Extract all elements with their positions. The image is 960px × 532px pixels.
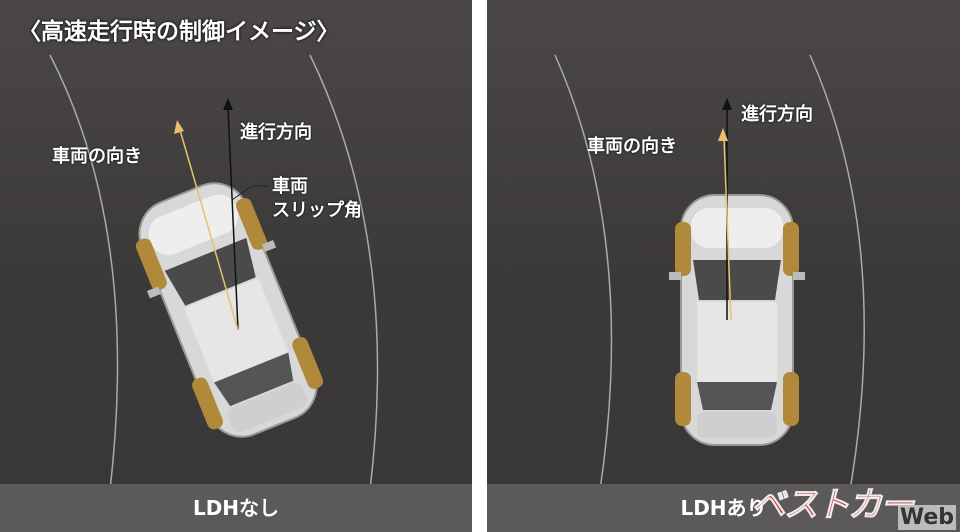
diagram-without-ldh — [49, 54, 379, 491]
car-icon — [668, 194, 806, 446]
label-vehicle-heading: 車両の向き — [587, 136, 677, 157]
travel-direction-arrow — [227, 107, 239, 331]
travel-direction-arrowhead-icon — [722, 98, 732, 110]
lane-line-right — [309, 54, 379, 491]
vehicle-heading-arrow — [723, 137, 732, 321]
vehicle-heading-arrowhead-icon — [174, 120, 184, 134]
label-travel-direction: 進行方向 — [240, 122, 312, 143]
lane-line-left — [49, 54, 119, 491]
travel-direction-arrowhead-icon — [223, 98, 233, 110]
label-slip-angle-2: スリップ角 — [272, 200, 362, 221]
label-travel-direction: 進行方向 — [741, 104, 813, 125]
caption-without-ldh: LDHなし — [0, 484, 472, 532]
watermark-logo: ベストカー — [751, 485, 915, 526]
lane-line-right — [809, 54, 865, 491]
slip-angle-leader — [231, 185, 268, 201]
vehicle-heading-arrow — [179, 129, 239, 331]
watermark-web: Web — [897, 505, 956, 530]
panel-with-ldh: 車両の向き 進行方向 LDHあり ベストカー Web — [487, 0, 960, 532]
label-slip-angle-1: 車両 — [272, 176, 308, 197]
label-vehicle-heading: 車両の向き — [52, 146, 142, 167]
vehicle-heading-arrowhead-icon — [718, 128, 728, 141]
lane-line-left — [554, 54, 613, 491]
panel-without-ldh: 〈高速走行時の制御イメージ〉 車両の向き 進行方向 車両 スリップ角 LDHなし — [0, 0, 472, 532]
diagram-with-ldh — [554, 54, 865, 491]
page-title: 〈高速走行時の制御イメージ〉 — [18, 19, 340, 45]
caption-with-ldh: LDHあり — [487, 484, 960, 532]
